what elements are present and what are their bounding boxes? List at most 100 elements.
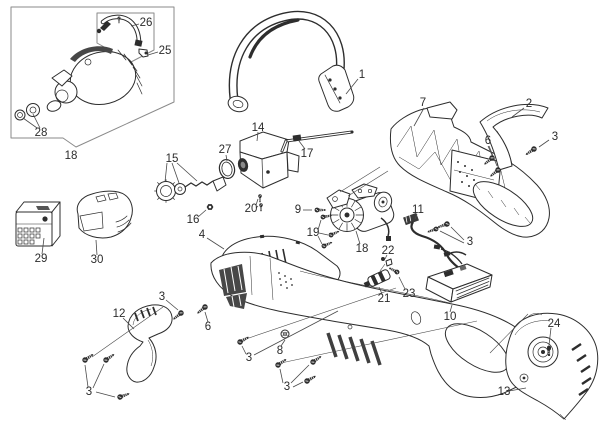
controller-pcb-part <box>425 244 493 303</box>
air-box-part <box>237 131 300 189</box>
leader-line <box>317 219 322 231</box>
leader-line <box>450 226 465 241</box>
part-number-label: 3 <box>552 131 558 143</box>
battery-vent-grid <box>17 227 41 245</box>
leader-line <box>280 339 286 347</box>
part-number-label: 6 <box>205 321 211 333</box>
scrench-tool-part <box>280 130 354 153</box>
screw-icon <box>320 239 334 250</box>
part-number-label: 3 <box>159 291 165 303</box>
part-number-label: 9 <box>295 204 301 216</box>
leader-line <box>95 391 116 398</box>
assembly-line <box>489 313 529 354</box>
leader-line <box>345 78 359 95</box>
part-number-label: 11 <box>412 204 424 216</box>
part-number-label: 3 <box>86 386 92 398</box>
leader-line <box>255 205 259 209</box>
front-handle-part <box>227 10 355 113</box>
part-number-label: 1 <box>359 69 365 81</box>
oil-pump-part <box>363 269 391 288</box>
screw-icon <box>327 228 341 239</box>
leader-line <box>241 345 247 355</box>
leader-line <box>508 387 527 392</box>
screw-icon <box>80 351 96 365</box>
screw-icon <box>436 220 451 231</box>
part-number-label: 2 <box>526 98 532 110</box>
leader-line <box>290 364 310 384</box>
leader-line <box>538 139 550 148</box>
assembly-line <box>347 170 389 197</box>
part-number-label: 30 <box>91 254 104 266</box>
screw-icon <box>426 225 440 235</box>
leader-line <box>176 162 198 182</box>
clip-part <box>381 257 393 267</box>
housing-rivet-dots <box>457 161 475 187</box>
leader-line <box>84 364 89 388</box>
part-number-label: 25 <box>159 45 172 57</box>
sprocket-cover-part <box>505 312 599 421</box>
part-number-label: 22 <box>382 245 395 257</box>
leader-line <box>122 317 135 330</box>
leader-line <box>298 140 306 150</box>
part-number-label: 19 <box>307 227 320 239</box>
screw-icon <box>235 334 251 347</box>
screw-icon <box>273 356 289 370</box>
leader-line <box>439 230 465 244</box>
leader-line <box>256 131 259 142</box>
piston-ring-part <box>14 103 40 121</box>
screw-icon <box>101 351 117 365</box>
part-number-label: 26 <box>140 17 153 29</box>
screw-icon <box>116 390 131 401</box>
leader-line <box>225 154 228 162</box>
leader-line <box>449 304 453 313</box>
part-number-label: 20 <box>245 203 258 215</box>
screw-icon <box>257 193 263 203</box>
leader-line <box>41 237 45 255</box>
part-number-label: 24 <box>548 318 561 330</box>
assembly-line <box>379 263 386 272</box>
screw-icon <box>117 16 121 24</box>
part-number-label: 21 <box>378 293 391 305</box>
leader-line <box>384 254 388 260</box>
part-number-label: 23 <box>403 288 416 300</box>
vent-slats <box>326 332 382 366</box>
knob-assembly-part <box>154 176 227 203</box>
screw-icon <box>523 144 539 158</box>
leader-line <box>511 107 525 118</box>
leader-line <box>279 368 284 384</box>
part-number-label: 15 <box>166 153 179 165</box>
leader-line <box>171 162 180 184</box>
part-number-label: 6 <box>485 135 491 147</box>
part-number-label: 16 <box>187 214 200 226</box>
leader-line <box>253 310 339 356</box>
leader-line <box>378 286 383 295</box>
leader-line <box>487 145 493 156</box>
leader-line <box>130 23 140 27</box>
leader-line <box>317 235 323 245</box>
leader-line <box>165 299 179 311</box>
left-housing-part <box>389 101 550 238</box>
motor-powerhead-part <box>46 46 143 112</box>
leader-line <box>414 213 418 220</box>
leader-line <box>92 363 105 389</box>
leader-line <box>147 51 159 56</box>
assembly-line <box>339 166 381 193</box>
part-number-label: 13 <box>498 386 511 398</box>
leader-line <box>255 198 259 206</box>
screw-icon <box>258 202 264 212</box>
part-number-label: 3 <box>246 352 252 364</box>
handle-grip <box>248 18 300 59</box>
leader-line <box>292 381 304 388</box>
leader-lines-layer <box>22 23 552 398</box>
part-number-label: 17 <box>301 148 314 160</box>
part-number-label: 18 <box>356 243 369 255</box>
screw-icon <box>171 308 186 323</box>
leader-line <box>204 311 209 323</box>
o-ring-part <box>218 158 236 180</box>
drive-motor-part <box>326 183 395 241</box>
leader-line <box>22 117 38 129</box>
leader-line <box>355 230 361 245</box>
oil-hose-part <box>96 14 149 58</box>
